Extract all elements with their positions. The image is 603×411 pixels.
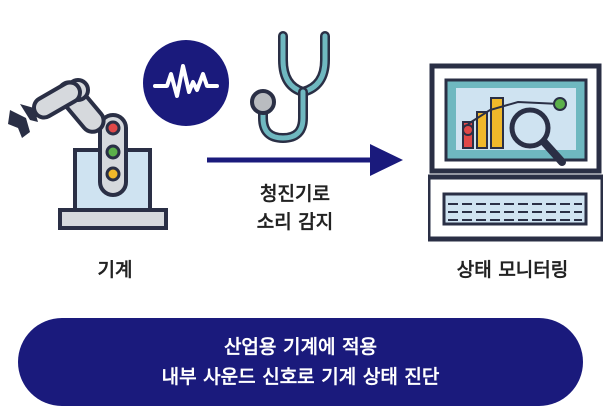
magnifier-icon [509,107,566,166]
keyboard-icon [442,192,588,226]
description-banner: 산업용 기계에 적용 내부 사운드 신호로 기계 상태 진단 [18,318,583,406]
banner-line-1: 산업용 기계에 적용 [223,336,378,358]
sensing-label: 청진기로 소리 감지 [230,180,360,236]
robot-arm-icon [8,78,168,230]
sensing-line-1: 청진기로 [260,183,330,205]
sensing-line-2: 소리 감지 [256,211,334,233]
arrow-icon [207,144,403,176]
sound-wave-icon [143,40,229,126]
stethoscope-icon [250,31,330,144]
banner-line-2: 내부 사운드 신호로 기계 상태 진단 [161,366,440,388]
monitoring-label: 상태 모니터링 [456,259,569,281]
machine-label: 기계 [97,259,133,281]
